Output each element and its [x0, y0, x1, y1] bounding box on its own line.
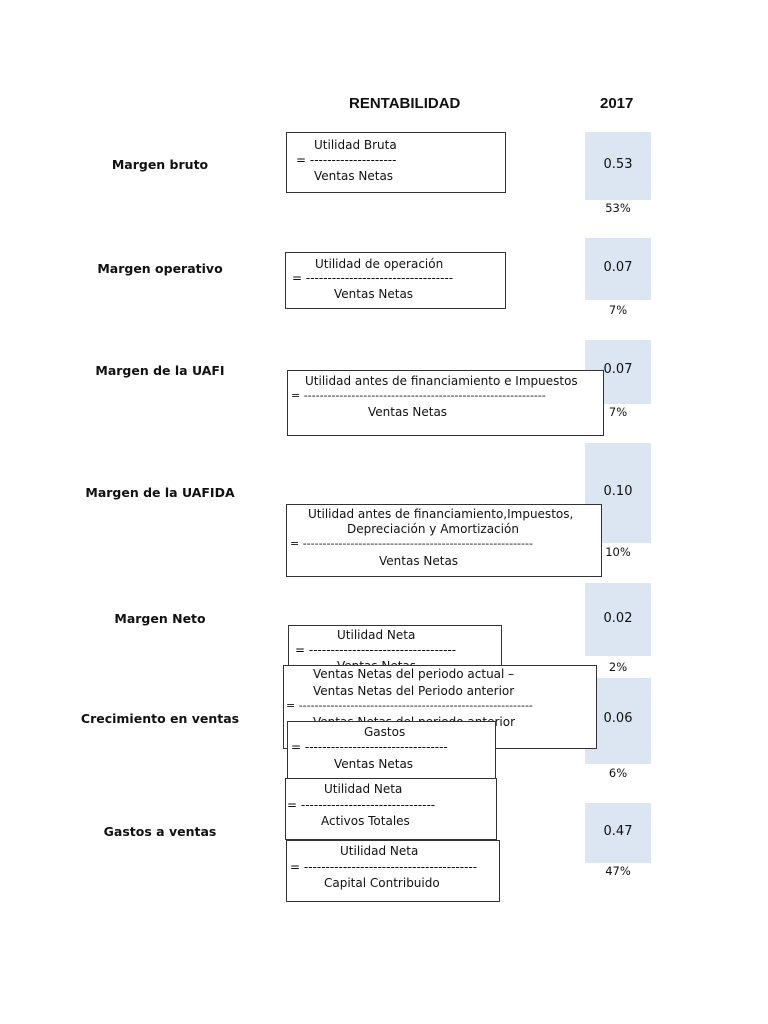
- row-label: Gastos a ventas: [103, 824, 217, 839]
- row-label: Crecimiento en ventas: [80, 711, 240, 726]
- formula-numerator: Gastos: [364, 725, 406, 739]
- formula-divider: = --------------------------------------…: [290, 860, 478, 874]
- formula-divider: = --------------------------------------…: [286, 699, 533, 712]
- percent-value: 7%: [608, 405, 628, 419]
- formula-numerator: Utilidad antes de financiamiento e Impue…: [305, 374, 578, 388]
- formula-numerator: Utilidad Neta: [324, 782, 403, 796]
- formula-numerator: Utilidad de operación: [315, 257, 444, 271]
- percent-value: 2%: [608, 660, 628, 674]
- ratio-value: 0.47: [603, 824, 633, 839]
- formula-box: Utilidad Neta = ------------------------…: [285, 778, 497, 840]
- formula-numerator: Utilidad Neta: [337, 628, 416, 642]
- value-cell: [585, 803, 651, 863]
- formula-denominator: Ventas Netas: [314, 169, 394, 183]
- formula-divider: = ---------------------------------: [291, 740, 448, 754]
- formula-numerator-line2: Depreciación y Amortización: [347, 522, 519, 536]
- row-label: Margen de la UAFIDA: [85, 485, 235, 500]
- formula-divider: = -------------------------------: [287, 798, 436, 812]
- percent-value: 47%: [605, 864, 631, 878]
- percent-value: 10%: [605, 545, 631, 559]
- row-label: Margen bruto: [111, 157, 209, 172]
- page-title: RENTABILIDAD: [349, 95, 461, 112]
- row-label: Margen de la UAFI: [95, 363, 225, 378]
- formula-box: Utilidad Neta = ------------------------…: [286, 840, 500, 902]
- formula-box: Utilidad antes de financiamiento,Impuest…: [286, 504, 602, 577]
- ratio-value: 0.10: [603, 484, 633, 499]
- formula-box: Utilidad antes de financiamiento e Impue…: [287, 370, 604, 436]
- formula-divider: = ----------------------------------: [295, 643, 457, 657]
- formula-denominator: Ventas Netas: [368, 405, 448, 419]
- formula-numerator-line1: Utilidad antes de financiamiento,Impuest…: [308, 507, 574, 521]
- value-cell: [585, 583, 651, 656]
- formula-denominator: Capital Contribuido: [324, 876, 440, 890]
- formula-box: Gastos = -------------------------------…: [287, 721, 496, 779]
- value-cell: [585, 132, 651, 200]
- ratio-value: 0.07: [603, 362, 633, 377]
- row-label: Margen Neto: [114, 611, 206, 626]
- formula-numerator-line1: Ventas Netas del periodo actual –: [313, 667, 515, 681]
- value-cell: [585, 238, 651, 300]
- year-header: 2017: [600, 95, 634, 112]
- formula-numerator: Utilidad Neta: [340, 844, 419, 858]
- row-label: Margen operativo: [97, 261, 223, 276]
- ratio-value: 0.06: [603, 711, 633, 726]
- percent-value: 6%: [608, 766, 628, 780]
- formula-divider: = --------------------------------------…: [290, 537, 533, 550]
- formula-numerator-line2: Ventas Netas del Periodo anterior: [313, 684, 515, 698]
- formula-divider: = ----------------------------------: [292, 271, 454, 285]
- formula-box: Utilidad Bruta = -------------------- Ve…: [286, 132, 506, 193]
- formula-denominator: Ventas Netas: [334, 757, 414, 771]
- ratio-value: 0.02: [603, 611, 633, 626]
- formula-box: Utilidad de operación = ----------------…: [285, 252, 506, 309]
- percent-value: 7%: [608, 303, 628, 317]
- ratio-value: 0.53: [603, 157, 633, 172]
- formula-numerator: Utilidad Bruta: [314, 138, 397, 152]
- formula-denominator: Activos Totales: [321, 814, 410, 828]
- formula-denominator: Ventas Netas: [379, 554, 459, 568]
- formula-divider: = --------------------: [296, 153, 397, 167]
- percent-value: 53%: [605, 201, 631, 215]
- formula-divider: = --------------------------------------…: [291, 389, 546, 402]
- formula-denominator: Ventas Netas: [334, 287, 414, 301]
- ratio-value: 0.07: [603, 260, 633, 275]
